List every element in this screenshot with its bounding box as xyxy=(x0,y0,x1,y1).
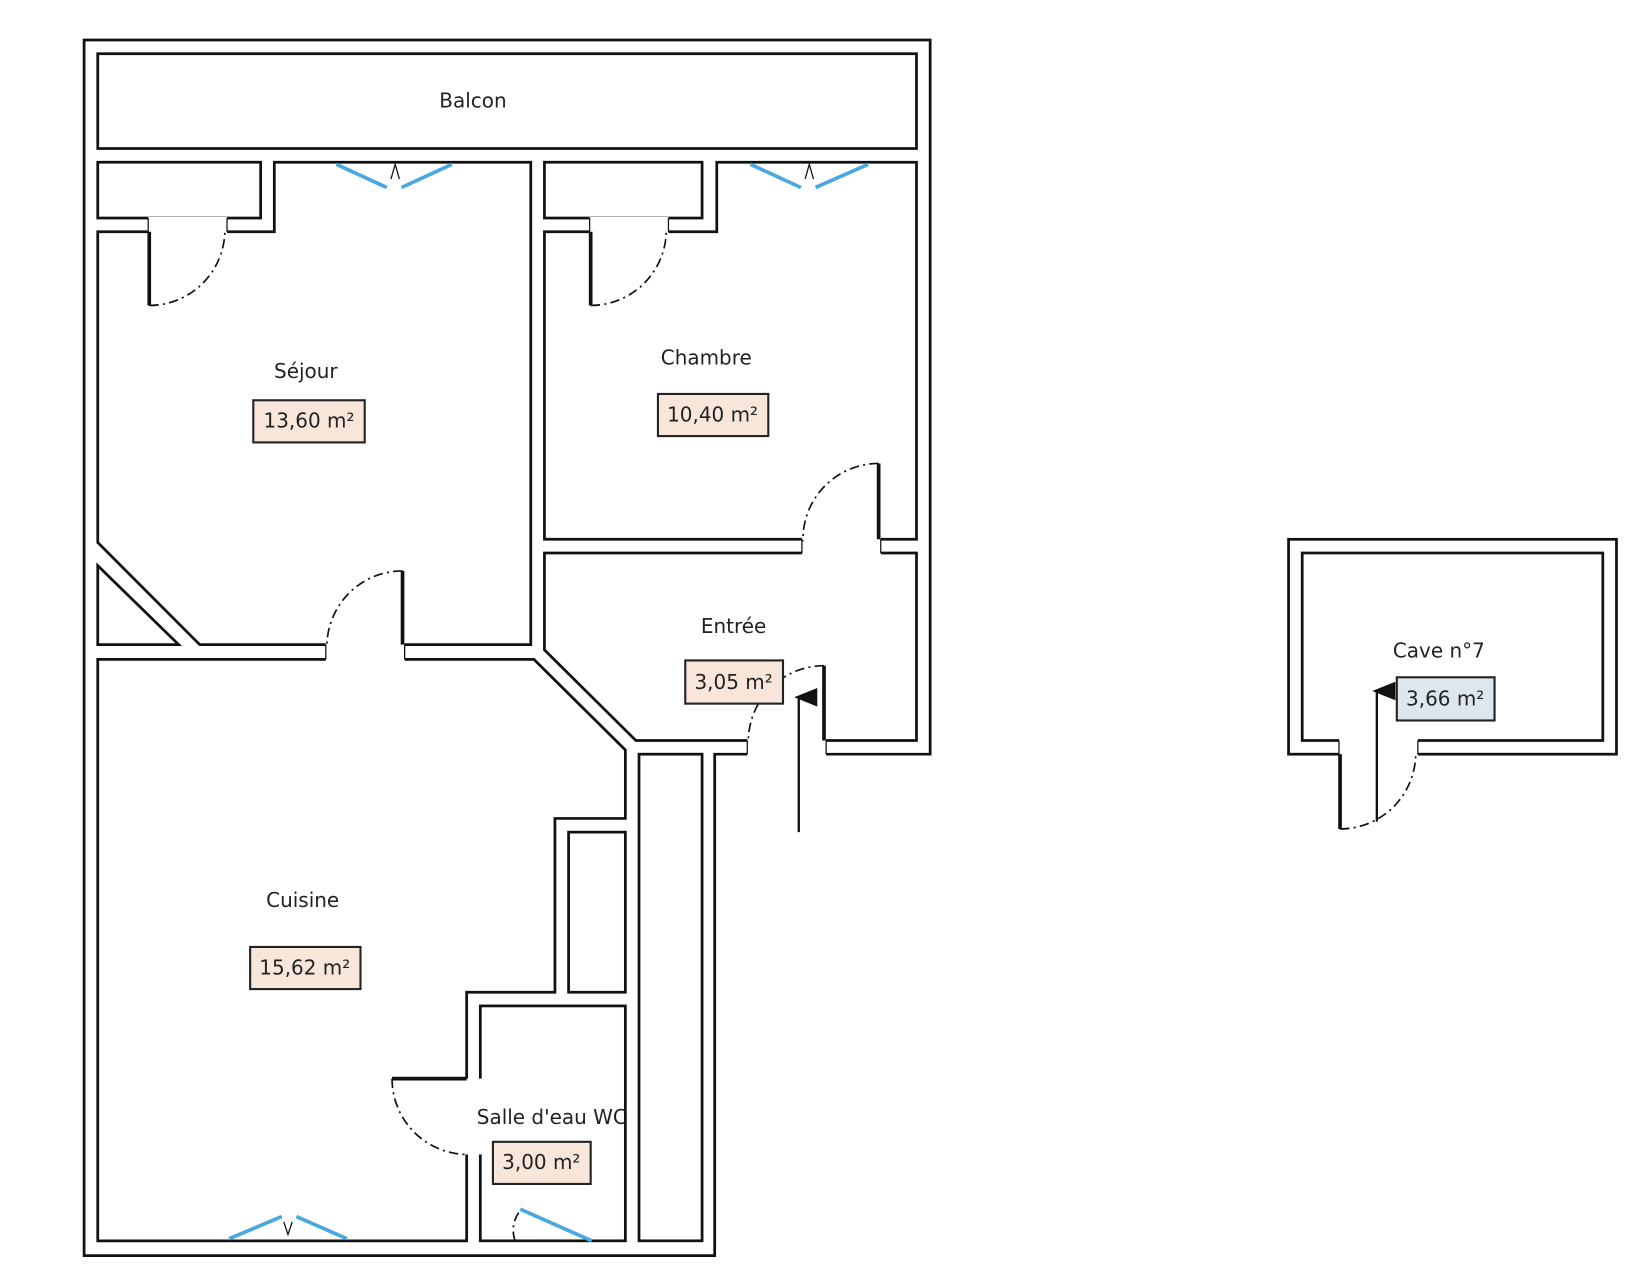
window-cuisine xyxy=(228,1214,348,1241)
room-label-cuisine: Cuisine xyxy=(266,888,339,912)
door-cave xyxy=(1338,754,1417,830)
room-label-balcon: Balcon xyxy=(439,88,506,112)
balcon-room xyxy=(96,52,918,150)
kitchen-closet xyxy=(567,830,627,994)
area-box-cave xyxy=(1395,676,1496,722)
area-salle-eau: 3,00 m² xyxy=(502,1150,580,1174)
door-chambre-entree xyxy=(802,462,881,542)
window-chambre xyxy=(749,162,869,190)
corridor-shaft xyxy=(637,752,704,1243)
area-chambre: 10,40 m² xyxy=(667,402,758,426)
door-chambre-closet xyxy=(588,229,668,307)
room-label-cave: Cave n°7 xyxy=(1393,638,1485,662)
room-label-chambre: Chambre xyxy=(661,345,752,369)
chambre-room xyxy=(543,160,918,541)
chambre-closet xyxy=(543,160,704,220)
area-box-salle-eau xyxy=(491,1140,592,1185)
area-cuisine: 15,62 m² xyxy=(259,955,350,979)
window-salle-eau xyxy=(519,1207,593,1243)
window-sejour xyxy=(335,162,453,190)
sejour-corner-closet xyxy=(96,562,183,647)
door-gaps xyxy=(147,216,1419,1155)
sejour-closet xyxy=(96,160,263,220)
area-box-sejour xyxy=(252,399,366,444)
room-label-sejour: Séjour xyxy=(274,359,338,383)
area-entree: 3,05 m² xyxy=(694,670,772,694)
area-sejour: 13,60 m² xyxy=(264,409,355,433)
door-sejour-closet xyxy=(147,229,226,307)
area-box-entree xyxy=(684,659,785,705)
door-entrance xyxy=(747,664,826,742)
door-salle-eau-window-swing xyxy=(512,1208,522,1242)
area-box-cuisine xyxy=(249,945,362,991)
room-label-salle-eau: Salle d'eau WC xyxy=(477,1105,627,1129)
area-cave: 3,66 m² xyxy=(1406,687,1484,711)
room-label-entree: Entrée xyxy=(701,614,766,638)
area-box-chambre xyxy=(656,392,770,438)
door-cuisine-salle-eau xyxy=(391,1076,467,1156)
door-sejour-cuisine xyxy=(326,570,405,647)
